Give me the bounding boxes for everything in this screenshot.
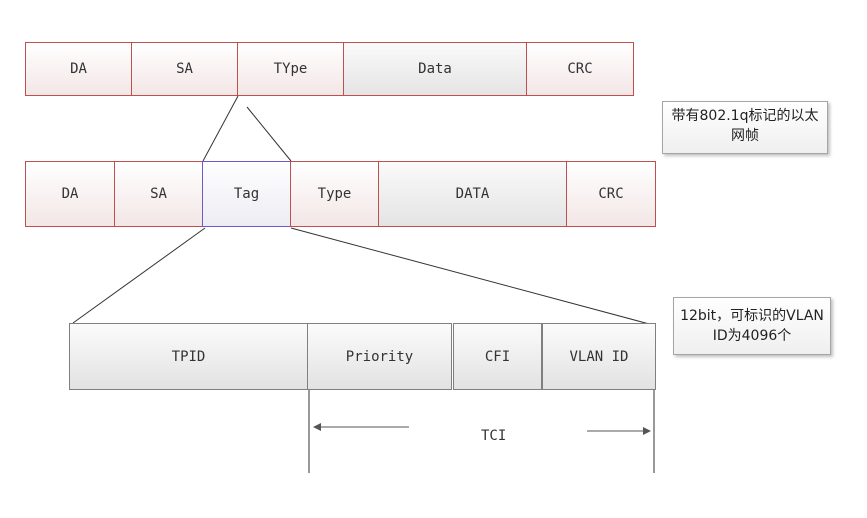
frame1-da-field: DA — [25, 42, 132, 96]
vlan-id-note: 12bit，可标识的VLAN ID为4096个 — [673, 297, 831, 355]
frame2-type-field: Type — [290, 161, 379, 227]
frame1-data-field: Data — [343, 42, 527, 96]
tag-expand-line-right — [246, 106, 292, 162]
frame2-sa-field: SA — [114, 161, 203, 227]
tag-expand-line-left — [202, 95, 239, 162]
frame1-type-field: TYpe — [237, 42, 344, 96]
tpid-field: TPID — [69, 323, 308, 390]
frame2-data-field: DATA — [378, 161, 567, 227]
vlan-id-field: VLAN ID — [542, 323, 656, 390]
tci-arrow-right-head — [643, 427, 651, 435]
priority-field: Priority — [307, 323, 452, 390]
tci-expand-line-right — [290, 227, 654, 326]
tagged-frame-note: 带有802.1q标记的以太网帧 — [662, 101, 828, 154]
tci-expand-line-left — [72, 227, 206, 324]
tci-label: TCI — [481, 428, 507, 444]
tci-arrow-left-head — [313, 423, 321, 431]
frame2-crc-field: CRC — [566, 161, 656, 227]
frame1-sa-field: SA — [131, 42, 238, 96]
frame2-da-field: DA — [25, 161, 115, 227]
frame1-crc-field: CRC — [526, 42, 634, 96]
cfi-field: CFI — [453, 323, 542, 390]
frame2-tag-field: Tag — [202, 161, 291, 227]
